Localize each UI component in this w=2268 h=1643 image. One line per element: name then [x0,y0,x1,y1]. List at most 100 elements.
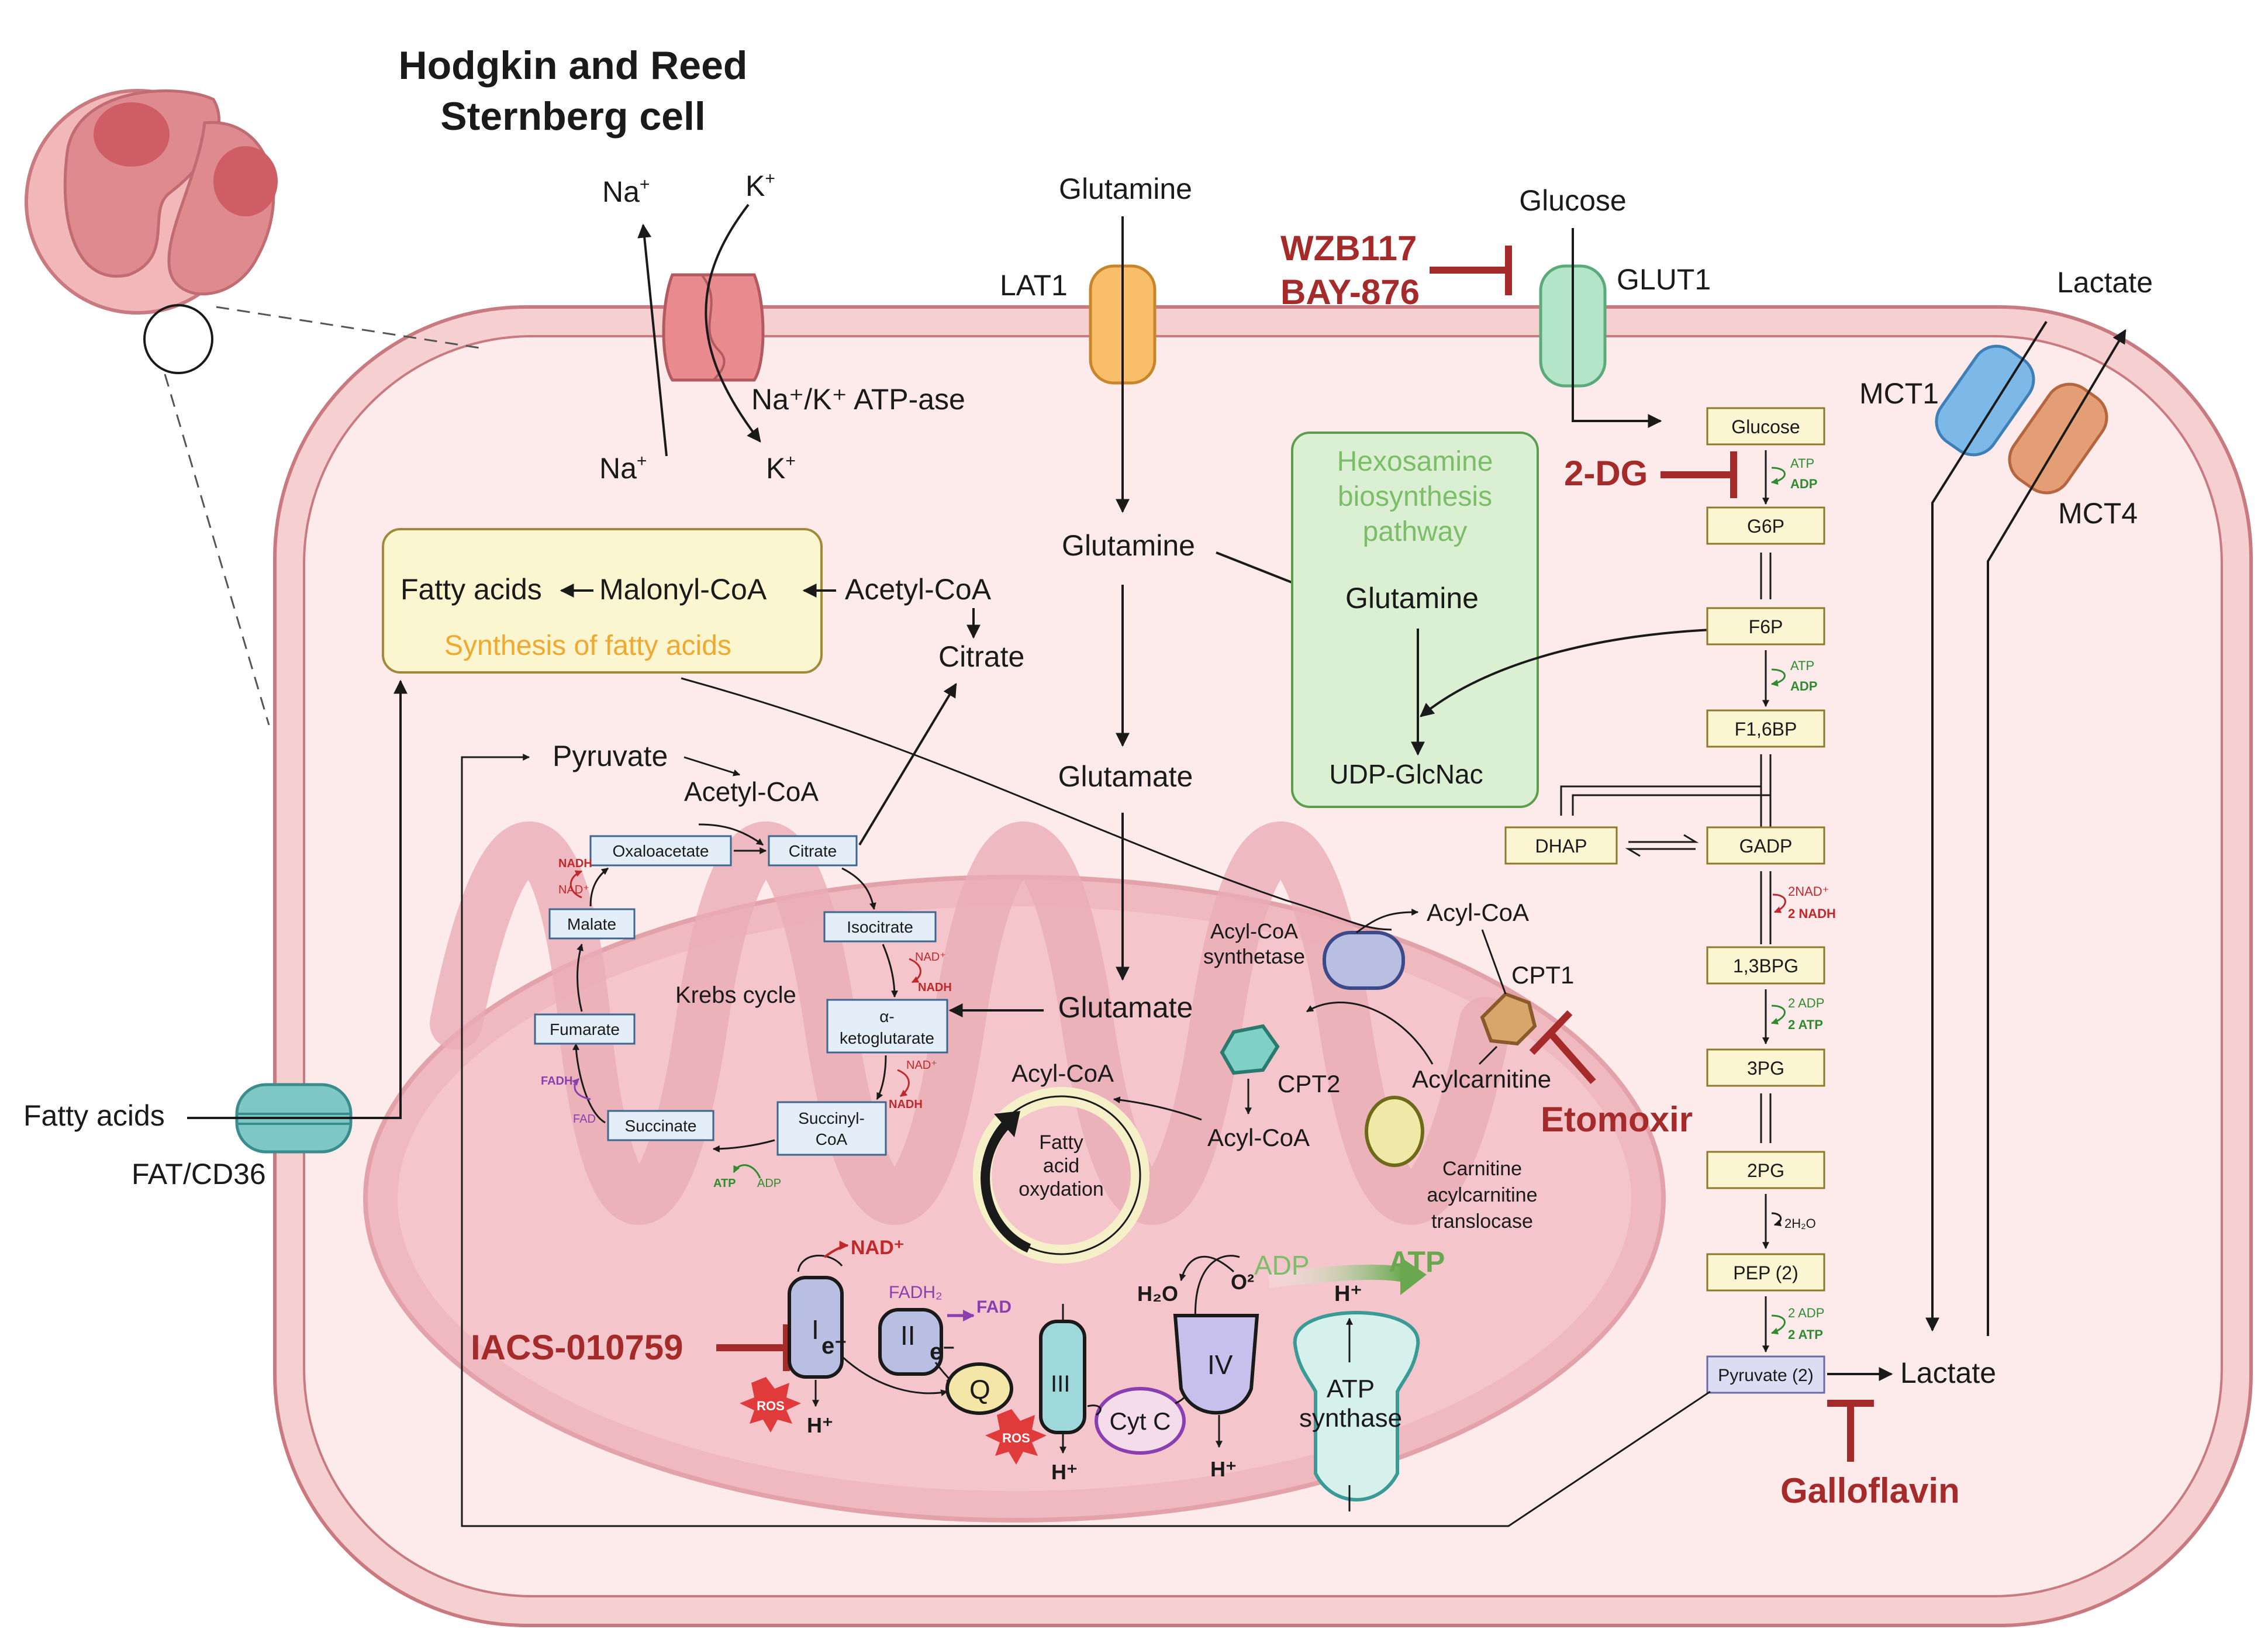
oxaloacetate-box [589,835,732,867]
glutamine-cyto: Glutamine [1062,529,1195,562]
cpt2-label: CPT2 [1278,1070,1340,1097]
translocase-3: translocase [1431,1210,1533,1233]
succinyl-box [776,1101,887,1156]
bpg: 1,3BPG [1733,955,1798,976]
mct4-transporter-icon [2008,382,2108,495]
mct4-label: MCT4 [2058,497,2138,530]
k-fad: FAD [573,1113,596,1126]
iacs-label: IACS-010759 [471,1328,683,1367]
udp-glcnac: UDP-GlcNac [1329,759,1483,789]
two-dg-inhibitor-bar [1661,451,1737,498]
atp-label: ATP [1389,1245,1445,1278]
lactate-cyto: Lactate [1900,1356,1996,1389]
acylcarnitine: Acylcarnitine [1412,1065,1551,1093]
dhap-box [1504,826,1618,865]
glycolysis-glucose-box [1706,407,1825,446]
cpt1-icon [1480,992,1537,1046]
g-2nad: 2NAD⁺ [1788,884,1829,899]
ros-2-label: ROS [1002,1431,1030,1445]
complex-ii-label: II [900,1320,916,1351]
malate: Malate [567,915,616,933]
citrate-box [768,835,858,867]
k-outside: K+ [745,169,775,202]
g6p: G6P [1747,516,1784,537]
krebs-pyruvate: Pyruvate [553,740,668,772]
carnitine-translocase-icon [1365,1096,1424,1167]
translocase-2: acylcarnitine [1427,1184,1538,1206]
mct1-label: MCT1 [1859,377,1939,410]
h2o-label: H₂O [1137,1282,1178,1306]
pep-box [1706,1253,1825,1292]
succinyl-1: Succinyl- [798,1109,865,1127]
hodgkin-cell-icon [25,89,480,726]
adp-label: ADP [1254,1250,1310,1280]
na-inside: Na+ [599,451,647,485]
k-adp: ADP [757,1177,781,1190]
g-2nadh: 2 NADH [1788,906,1836,921]
cpt2-icon [1220,1024,1280,1075]
translocase-1: Carnitine [1442,1158,1522,1180]
k-atp: ATP [713,1177,736,1190]
hexosamine-label-2: biosynthesis [1338,481,1492,512]
synthetase-1: Acyl-CoA [1210,919,1298,943]
g1-adp: ADP [1790,477,1817,491]
pep: PEP (2) [1733,1262,1798,1283]
g2-adp: ADP [1790,679,1817,693]
f6p: F6P [1749,616,1783,637]
c3-h: H⁺ [1051,1460,1078,1484]
etomoxir-label: Etomoxir [1541,1100,1693,1139]
pg3: 3PG [1747,1058,1784,1079]
title-line2: Sternberg cell [440,94,706,139]
complex-iv-icon [1173,1314,1259,1415]
g3-2adp: 2 ADP [1788,996,1824,1010]
synthase-h: H⁺ [1334,1282,1362,1306]
k-fadh2: FADH₂ [541,1075,578,1088]
ros-icon-1 [740,1377,801,1433]
c4-h: H⁺ [1210,1457,1237,1481]
fao-cycle-3: oxydation [1019,1178,1104,1200]
glut1-label: GLUT1 [1617,263,1711,296]
atpase-label: Na⁺/K⁺ ATP-ase [751,383,965,416]
hexosamine-glutamine: Glutamine [1345,582,1479,615]
krebs-citrate: Citrate [789,842,837,860]
k-nadh2: NADH [889,1098,923,1111]
fao-cycle-icon [973,1087,1149,1264]
glutamate-mito: Glutamate [1058,991,1193,1024]
glutamate-cyto: Glutamate [1058,760,1193,793]
ubiquinone-icon [945,1362,1013,1415]
hexosamine-label-3: pathway [1363,516,1468,547]
complex-iv-label: IV [1207,1349,1233,1380]
c1-electron: e⁻ [821,1333,847,1359]
c2-electron: e⁻ [930,1339,955,1365]
fas-box [382,528,823,674]
c1-nad: NAD⁺ [851,1237,905,1259]
complex-i-label: I [812,1314,819,1345]
gadp: GADP [1739,836,1793,857]
two-dg-label: 2-DG [1564,454,1648,493]
g1-atp: ATP [1790,456,1814,471]
k-nadh1: NADH [918,981,952,994]
k-inside: K+ [766,451,796,485]
fumarate: Fumarate [550,1020,620,1038]
na-k-atpase-icon [662,273,765,382]
fas-fatty-acids: Fatty acids [401,573,542,606]
glutamine-outside: Glutamine [1059,172,1192,205]
f16bp-box [1706,709,1825,748]
galloflavin-inhibitor-bar [1827,1400,1874,1462]
g4-2adp: 2 ADP [1788,1306,1824,1320]
fao-cycle-2: acid [1043,1155,1079,1177]
k-nad2: NAD⁺ [906,1059,937,1072]
cpt1-label: CPT1 [1511,961,1574,989]
acyl-coa-cyto: Acyl-CoA [1427,899,1529,926]
f6p-box [1706,607,1825,646]
g2-atp: ATP [1790,658,1814,673]
krebs-acetyl: Acetyl-CoA [684,776,819,807]
wzb117-label: WZB117 [1280,229,1417,268]
krebs-title: Krebs cycle [675,982,796,1008]
etomoxir-inhibitor-bar [1529,1010,1596,1084]
akg-1: α- [879,1007,895,1026]
cytochrome-c-icon [1095,1387,1186,1455]
ros-icon-2 [985,1409,1047,1465]
g4-2atp: 2 ATP [1788,1327,1823,1342]
